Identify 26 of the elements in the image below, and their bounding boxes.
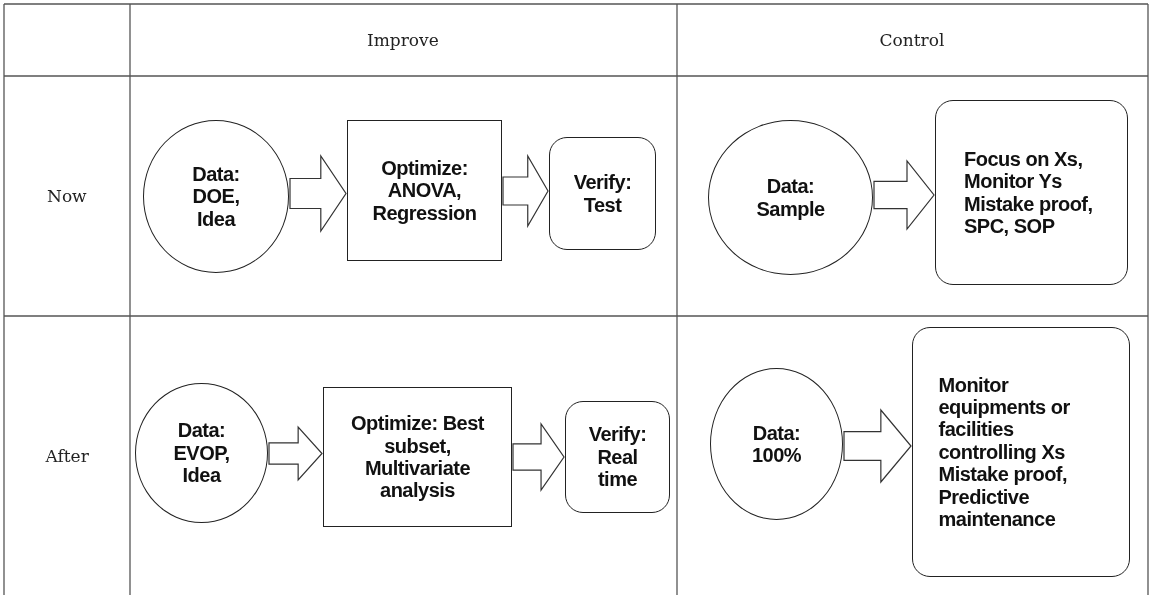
node-text: Data: 100% <box>750 421 803 467</box>
block-arrow <box>289 154 347 233</box>
process-box <box>347 120 502 261</box>
column-header: Control <box>879 30 945 50</box>
block-arrow <box>512 422 565 492</box>
rounded-box <box>912 327 1130 577</box>
block-arrow <box>873 159 935 231</box>
row-header: Now <box>47 186 87 206</box>
rounded-box <box>549 137 656 250</box>
node-text: Data: Sample <box>755 175 826 220</box>
node-text: Monitor equipments or facilities controlling Xs Mistake proof, Predictive maintenance <box>938 373 1071 531</box>
node-text: Optimize: Best subset, Multivariate analysis <box>350 412 486 502</box>
rounded-box <box>935 100 1128 285</box>
block-arrow <box>268 425 323 482</box>
node-text: Focus on Xs, Monitor Ys Mistake proof, SPC, SOP <box>964 147 1094 238</box>
node-text: Data: EVOP, Idea <box>172 419 231 487</box>
row-header: After <box>45 446 89 466</box>
node-text: Verify: Real time <box>587 423 648 491</box>
column-header: Improve <box>367 30 439 50</box>
block-arrow <box>843 408 912 484</box>
rounded-box <box>565 401 670 513</box>
node-text: Verify: Test <box>572 171 633 216</box>
node-text: Data: DOE, Idea <box>191 162 241 231</box>
node-text: Optimize: ANOVA, Regression <box>371 156 478 225</box>
process-box <box>323 387 512 527</box>
block-arrow <box>502 153 549 229</box>
